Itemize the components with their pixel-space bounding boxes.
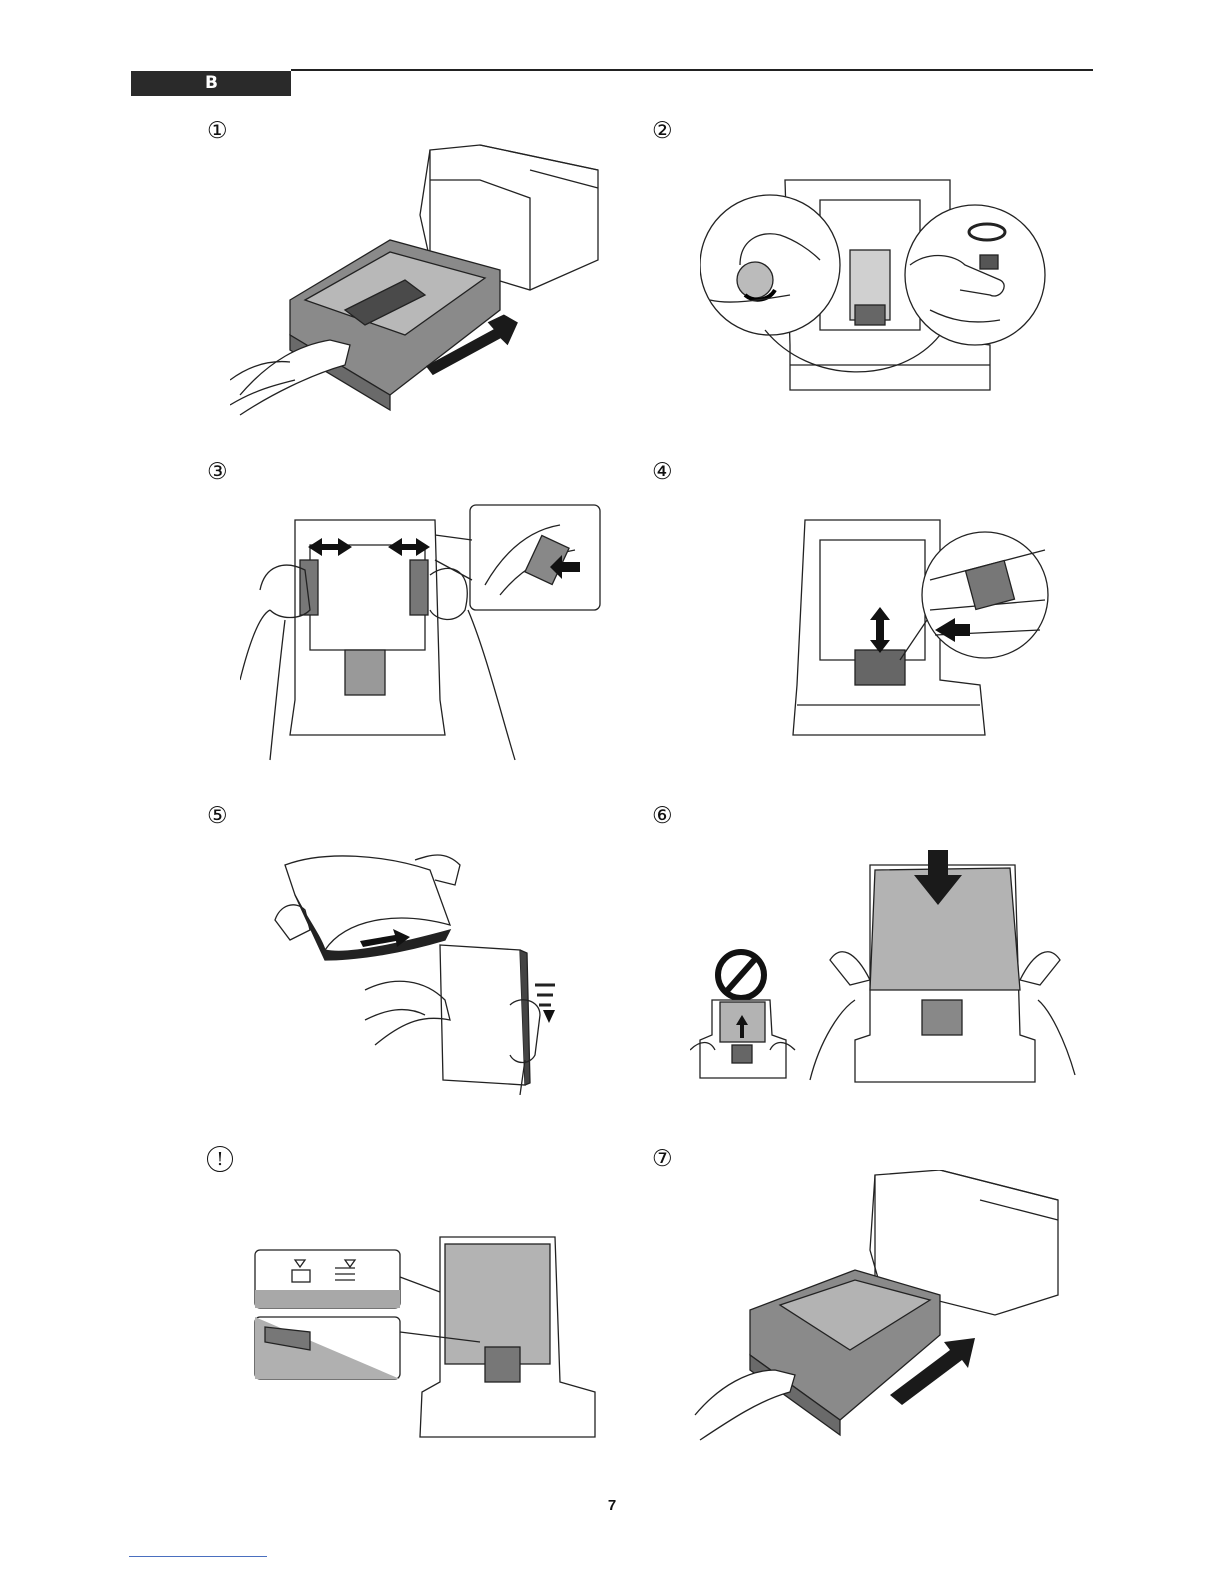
figure-check-paper-level [250,1232,600,1447]
step-number-3: ③ [207,459,228,485]
footer-rule [129,1556,267,1557]
figure-adjust-dial [700,170,1050,395]
page-number: 7 [600,1497,624,1514]
header-rule [291,69,1093,71]
step-number-7: ⑦ [652,1146,673,1172]
step-number-2: ② [652,118,673,144]
section-header-bar: B [131,71,291,96]
figure-width-guides [240,500,605,765]
step-number-5: ⑤ [207,803,228,829]
figure-push-cassette-in [690,1170,1060,1445]
section-label: B [205,73,218,93]
figure-load-paper [690,850,1080,1085]
figure-pull-out-cassette [230,140,600,425]
figure-length-guide [785,510,1050,740]
step-number-6: ⑥ [652,803,673,829]
step-number-1: ① [207,118,228,144]
step-number-4: ④ [652,459,673,485]
caution-mark: ! [207,1146,233,1172]
figure-fan-paper [265,845,570,1095]
